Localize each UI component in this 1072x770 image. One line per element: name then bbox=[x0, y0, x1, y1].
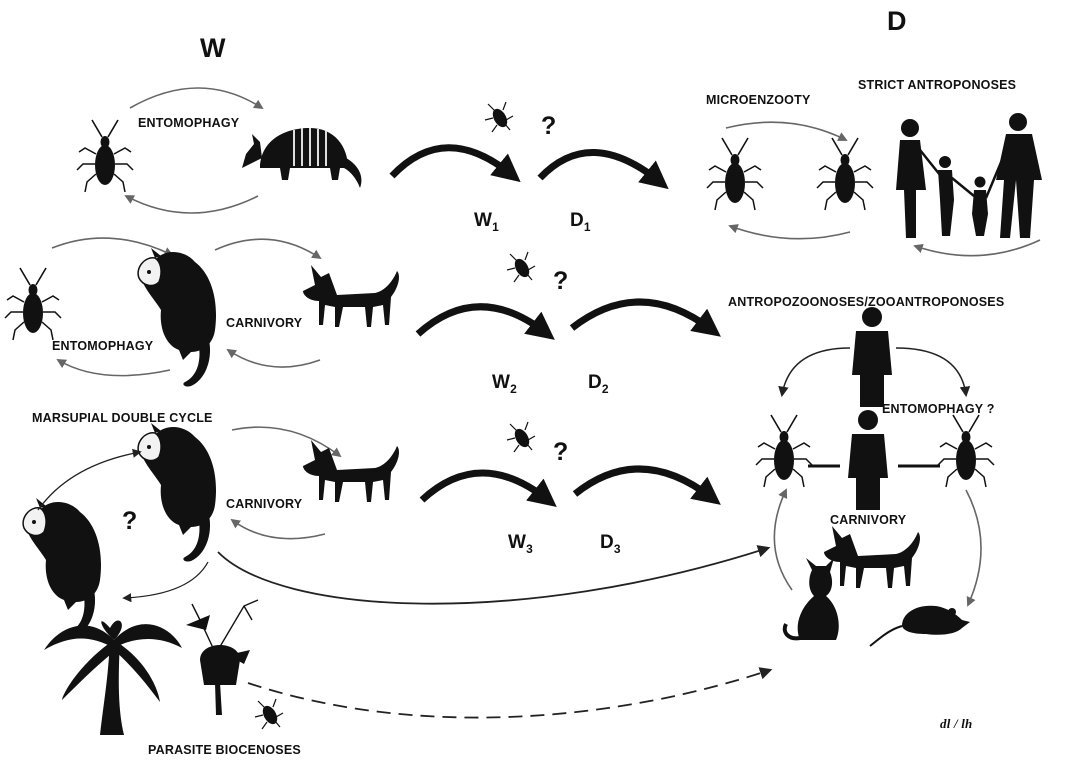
dog-icon bbox=[303, 440, 399, 502]
carnivory-cycle-lower bbox=[230, 426, 342, 540]
triatomine-bug-icon bbox=[937, 414, 995, 488]
dog-icon bbox=[824, 526, 920, 588]
entomophagy-label: ENTOMOPHAGY ? bbox=[882, 402, 995, 416]
palm-tree-icon bbox=[44, 620, 182, 735]
parasite-biocenoses-label: PARASITE BIOCENOSES bbox=[148, 743, 301, 757]
marsupial-cycle-arrow-up bbox=[37, 448, 142, 511]
human-icon bbox=[852, 307, 892, 407]
w1-label: W1 bbox=[474, 210, 500, 234]
bird-nest-icon bbox=[186, 599, 259, 715]
family-cycle-arrow bbox=[913, 239, 1041, 257]
transition-row-2 bbox=[415, 251, 721, 340]
entomophagy-label: ENTOMOPHAGY bbox=[52, 339, 154, 353]
entomophagy-label: ENTOMOPHAGY bbox=[138, 116, 240, 130]
dog-icon bbox=[303, 265, 399, 327]
author-signature: dl / lh bbox=[940, 716, 973, 731]
triatomine-bug-icon bbox=[4, 267, 62, 341]
triatomine-bug-icon bbox=[506, 251, 536, 283]
rat-icon bbox=[869, 604, 971, 647]
domestic-cycle-arrow bbox=[773, 488, 793, 591]
question-mark: ? bbox=[541, 112, 557, 140]
entomophagy-cycle-top bbox=[124, 87, 264, 214]
dashed-flow-arrow bbox=[247, 667, 773, 719]
triatomine-bug-icon bbox=[254, 698, 284, 730]
entomophagy-cycle-middle bbox=[51, 237, 174, 377]
triatomine-bug-icon bbox=[506, 421, 536, 453]
human-family-icon bbox=[896, 113, 1042, 238]
w3-label: W3 bbox=[508, 532, 534, 556]
cat-icon bbox=[782, 556, 841, 642]
human-to-bug-arrow bbox=[895, 347, 971, 398]
human-icon bbox=[848, 410, 888, 510]
question-mark: ? bbox=[553, 438, 569, 466]
opossum-icon bbox=[137, 247, 217, 388]
opossum-icon bbox=[22, 497, 102, 638]
d2-label: D2 bbox=[588, 372, 609, 396]
question-mark: ? bbox=[122, 507, 138, 535]
triatomine-bug-icon bbox=[755, 414, 813, 488]
marsupial-cycle-arrow-down bbox=[122, 561, 209, 603]
carnivory-label: CARNIVORY bbox=[226, 316, 303, 330]
opossum-icon bbox=[137, 422, 217, 563]
d1-label: D1 bbox=[570, 210, 591, 234]
carnivory-label: CARNIVORY bbox=[226, 497, 303, 511]
triatomine-bug-icon bbox=[484, 101, 514, 133]
human-to-bug-arrow bbox=[778, 347, 851, 398]
transition-row-1 bbox=[389, 101, 669, 190]
transition-row-3 bbox=[419, 421, 721, 507]
opossum-to-domestic-arrow bbox=[217, 545, 771, 605]
marsupial-double-cycle-label: MARSUPIAL DOUBLE CYCLE bbox=[32, 411, 213, 425]
antropozoonoses-label: ANTROPOZOONOSES/ZOOANTROPONOSES bbox=[728, 295, 1005, 309]
domestic-header: D bbox=[887, 6, 907, 36]
carnivory-label: CARNIVORY bbox=[830, 513, 907, 527]
microenzooty-label: MICROENZOOTY bbox=[706, 93, 811, 107]
strict-antroponoses-label: STRICT ANTROPONOSES bbox=[858, 78, 1017, 92]
triatomine-bug-icon bbox=[706, 137, 764, 211]
microenzooty-cycle bbox=[725, 121, 851, 240]
armadillo-icon bbox=[241, 127, 363, 189]
triatomine-bug-icon bbox=[816, 137, 874, 211]
w2-label: W2 bbox=[492, 372, 518, 396]
wild-header: W bbox=[200, 33, 226, 63]
carnivory-cycle-middle bbox=[214, 238, 322, 368]
question-mark: ? bbox=[553, 267, 569, 295]
domestic-cycle-arrow bbox=[965, 489, 982, 607]
d3-label: D3 bbox=[600, 532, 621, 556]
triatomine-bug-icon bbox=[76, 119, 134, 193]
